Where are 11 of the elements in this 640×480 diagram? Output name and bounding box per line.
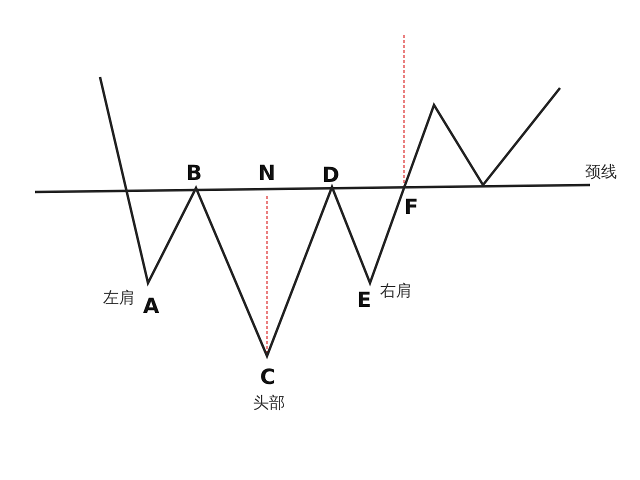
line-label: 颈线 <box>585 164 617 180</box>
pattern-label: 头部 <box>253 395 285 411</box>
pattern-label: 右肩 <box>380 283 412 299</box>
point-label: C <box>260 367 276 388</box>
point-label: N <box>258 163 276 184</box>
point-label: B <box>186 163 202 184</box>
point-label: D <box>322 165 340 186</box>
point-label: E <box>357 290 372 311</box>
point-label: A <box>143 296 160 317</box>
point-label: F <box>404 197 418 218</box>
pattern-label: 左肩 <box>103 290 135 306</box>
